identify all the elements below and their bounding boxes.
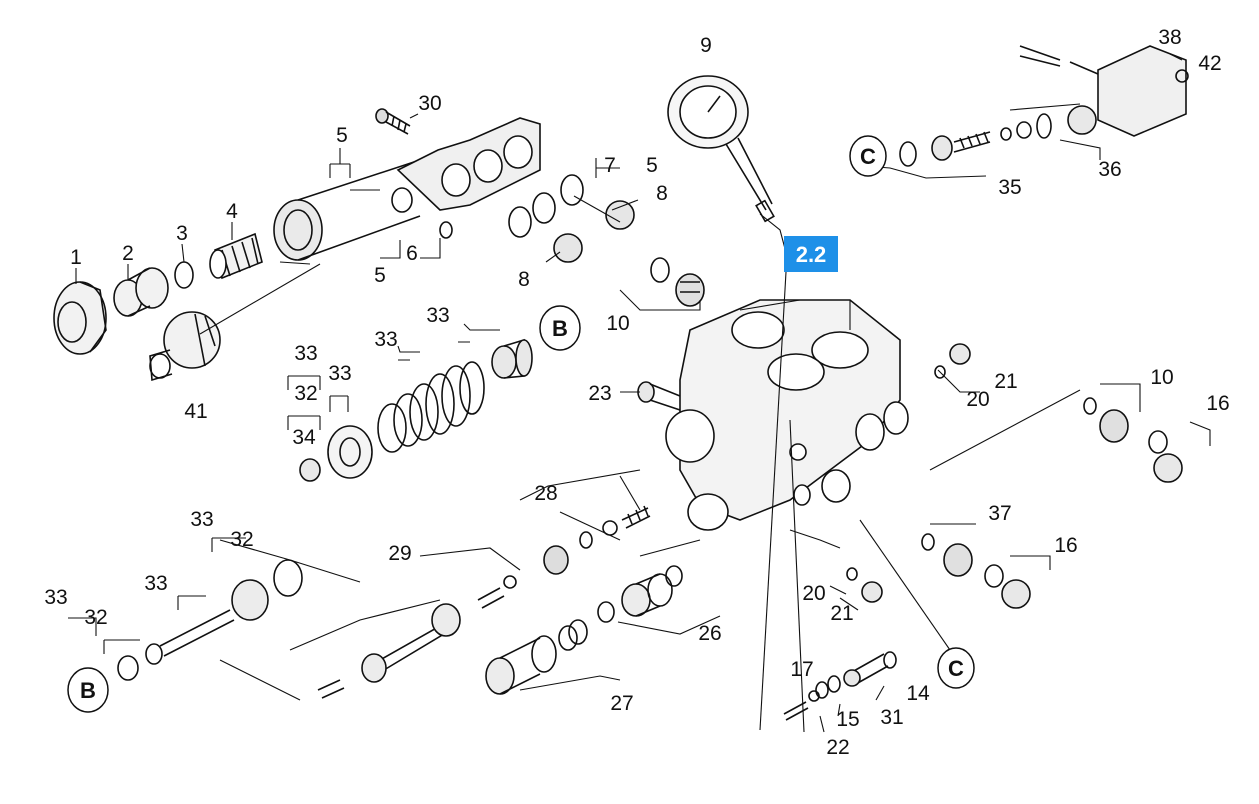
label-part-2: 2 — [122, 242, 134, 265]
label-part-31: 31 — [880, 706, 903, 729]
part-valve-37 — [921, 533, 1031, 609]
label-part-42: 42 — [1198, 52, 1221, 75]
part-plug-21 — [846, 343, 971, 603]
part-valve-10-right — [1083, 397, 1183, 483]
label-part-33-mid: 33 — [328, 362, 351, 385]
label-part-5-low: 5 — [374, 264, 386, 287]
label-part-1: 1 — [70, 246, 82, 269]
part-washer-33 — [327, 425, 373, 479]
part-seat-33 — [491, 338, 533, 379]
part-valve-29 — [317, 575, 517, 699]
label-part-3: 3 — [176, 222, 188, 245]
label-part-16-low: 16 — [1054, 534, 1077, 557]
part-adapter-2 — [113, 267, 169, 317]
part-labels: 1 2 3 4 5 30 7 5 8 6 5 8 10 41 33 33 33 … — [44, 26, 1229, 759]
ref-circles: B B C C — [67, 135, 975, 713]
part-piston-33 — [117, 559, 303, 681]
label-part-14: 14 — [906, 682, 930, 705]
part-orings-7 — [439, 174, 584, 239]
part-nut-34 — [299, 458, 321, 482]
part-oring-3 — [174, 261, 194, 289]
part-filter-4 — [209, 232, 263, 280]
part-manifold-main — [665, 299, 909, 531]
label-part-22: 22 — [826, 736, 849, 759]
section-badge-box — [784, 236, 838, 272]
part-switch-parts-35-36 — [899, 105, 1097, 167]
label-part-38: 38 — [1158, 26, 1181, 49]
part-screw-30 — [375, 108, 411, 135]
part-valve-28 — [543, 505, 651, 575]
section-badge: 2.2 — [784, 236, 838, 272]
label-part-16-top: 16 — [1206, 392, 1229, 415]
part-pin-23 — [637, 381, 681, 411]
ref-c-bottom-label: C — [948, 656, 964, 681]
label-part-35: 35 — [998, 176, 1021, 199]
label-part-6: 6 — [406, 242, 418, 265]
label-part-32-bottom: 32 — [84, 606, 107, 629]
label-part-21-low: 21 — [830, 602, 853, 625]
label-part-30: 30 — [418, 92, 441, 115]
label-part-10-right: 10 — [1150, 366, 1173, 389]
part-valve-27 — [485, 619, 588, 695]
part-switch-38 — [1019, 45, 1189, 137]
label-part-5-top: 5 — [336, 124, 348, 147]
leader-lines — [68, 53, 1211, 733]
label-part-41: 41 — [184, 400, 207, 423]
label-part-27: 27 — [610, 692, 633, 715]
label-part-17: 17 — [790, 658, 813, 681]
ref-c-top — [849, 135, 887, 177]
label-part-5-right: 5 — [646, 154, 658, 177]
label-part-37: 37 — [988, 502, 1011, 525]
part-cylinder-5 — [273, 117, 541, 261]
label-part-26: 26 — [698, 622, 721, 645]
label-part-7: 7 — [604, 154, 616, 177]
part-gauge-9 — [667, 75, 775, 223]
label-part-8-top: 8 — [656, 182, 668, 205]
label-part-33-spring-top: 33 — [426, 304, 449, 327]
ref-b-top-label: B — [552, 316, 568, 341]
label-part-33-left: 33 — [294, 342, 317, 365]
part-valve-26 — [597, 565, 683, 623]
label-part-32-top: 32 — [294, 382, 317, 405]
part-small-15-17-22-31 — [783, 675, 841, 721]
label-part-23: 23 — [588, 382, 611, 405]
label-part-33-piston-top: 33 — [190, 508, 213, 531]
ref-c-top-label: C — [860, 144, 876, 169]
ref-b-bottom-label: B — [80, 678, 96, 703]
part-inlet-41 — [149, 311, 221, 382]
label-part-10-left: 10 — [606, 312, 629, 335]
label-part-33-spring: 33 — [374, 328, 397, 351]
label-part-8-low: 8 — [518, 268, 530, 291]
label-part-20-top: 20 — [966, 388, 989, 411]
ref-b-bottom — [67, 667, 109, 713]
label-part-32-piston: 32 — [230, 528, 253, 551]
label-part-36: 36 — [1098, 158, 1121, 181]
label-part-33-bottom: 33 — [44, 586, 67, 609]
part-spring-33 — [377, 361, 485, 453]
label-part-28: 28 — [534, 482, 557, 505]
label-part-34: 34 — [292, 426, 316, 449]
label-part-15: 15 — [836, 708, 859, 731]
label-part-9: 9 — [700, 34, 712, 57]
label-part-20-low: 20 — [802, 582, 825, 605]
section-badge-label: 2.2 — [796, 242, 827, 267]
label-part-21-top: 21 — [994, 370, 1017, 393]
label-part-4: 4 — [226, 200, 238, 223]
part-nut-1 — [53, 281, 107, 355]
part-valve-10 — [675, 273, 705, 307]
ref-b-top — [539, 305, 581, 351]
part-nipple-14 — [843, 651, 897, 687]
ref-c-bottom — [937, 647, 975, 689]
label-part-33-piston: 33 — [144, 572, 167, 595]
label-part-29: 29 — [388, 542, 411, 565]
part-valve-8 — [553, 200, 670, 283]
